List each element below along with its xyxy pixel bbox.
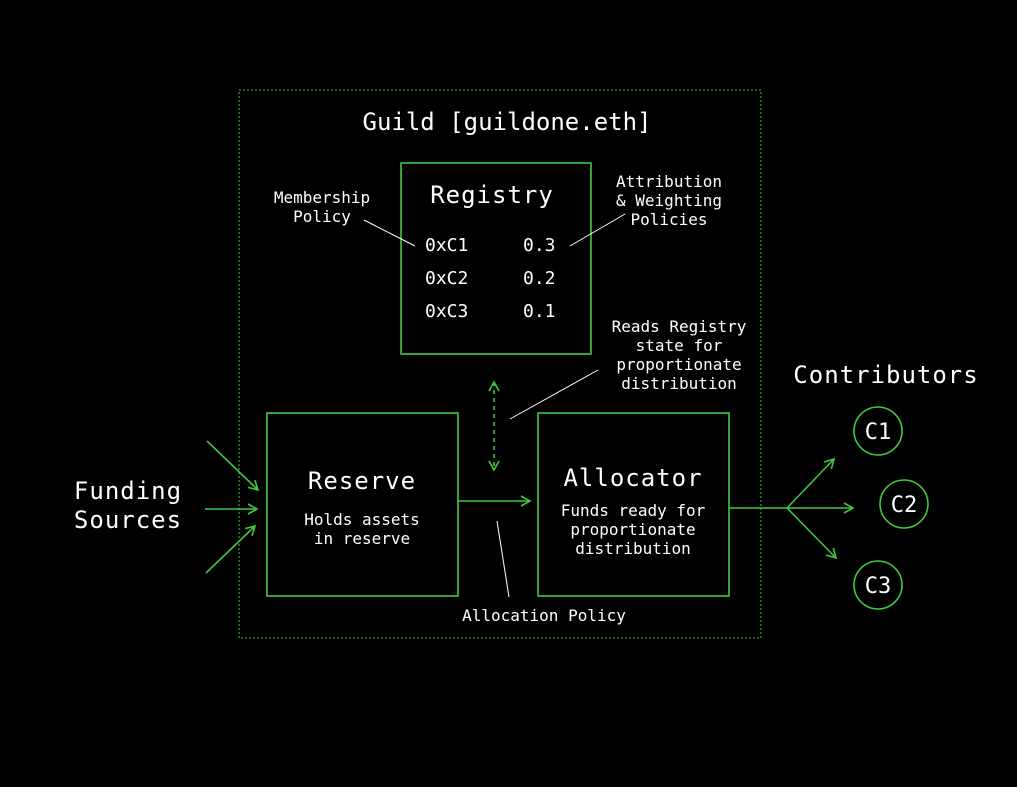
registry-address: 0xC2: [425, 268, 468, 289]
contributors-title: Contributors: [793, 361, 978, 389]
allocator-description-line-2: proportionate: [570, 520, 695, 539]
registry-address: 0xC1: [425, 235, 468, 256]
attribution-line-1: Attribution: [616, 172, 722, 191]
funding-sources-line-1: Funding: [74, 477, 182, 505]
contributor-c2-label: C2: [891, 493, 918, 518]
registry-title: Registry: [430, 181, 554, 209]
funding-sources-line-2: Sources: [74, 506, 182, 534]
registry-weight: 0.3: [523, 235, 556, 256]
distribution-arrows: [729, 457, 855, 560]
membership-policy-annotation: Membership Policy: [274, 188, 416, 247]
allocation-policy-leader: [496, 520, 510, 598]
membership-policy-leader: [363, 219, 416, 247]
registry-weight: 0.2: [523, 268, 556, 289]
reads-registry-line-2: state for: [636, 336, 723, 355]
reserve-description-line-1: Holds assets: [304, 510, 420, 529]
distribution-arrow-c3: [786, 507, 838, 560]
guild-title: Guild [guildone.eth]: [363, 108, 652, 136]
reads-registry-line-4: distribution: [621, 374, 737, 393]
allocator-box: Allocator Funds ready for proportionate …: [537, 412, 730, 597]
reads-registry-line-1: Reads Registry: [612, 317, 747, 336]
contributor-c1-label: C1: [865, 420, 892, 445]
contributor-c2-circle: [879, 479, 929, 529]
allocator-description-line-1: Funds ready for: [561, 501, 706, 520]
reserve-title: Reserve: [308, 467, 416, 495]
registry-box: Registry 0xC1 0.3 0xC2 0.2 0xC3 0.1: [400, 162, 592, 355]
membership-policy-line-2: Policy: [293, 207, 351, 226]
reads-registry-leader: [509, 369, 599, 420]
registry-address: 0xC3: [425, 301, 468, 322]
funding-arrow-bottom: [205, 524, 257, 574]
funding-sources: Funding Sources: [74, 440, 260, 574]
contributor-c3-circle: [853, 560, 903, 610]
contributor-c3-label: C3: [865, 574, 892, 599]
guild-container: [238, 89, 762, 639]
attribution-line-2: & Weighting: [616, 191, 722, 210]
distribution-arrow-c1: [786, 457, 836, 509]
allocation-policy-annotation: Allocation Policy: [462, 520, 626, 625]
contributor-c1-circle: [853, 406, 903, 456]
attribution-leader: [569, 213, 626, 247]
membership-policy-line-1: Membership: [274, 188, 370, 207]
reserve-description-line-2: in reserve: [314, 529, 410, 548]
reads-registry-line-3: proportionate: [616, 355, 741, 374]
attribution-line-3: Policies: [630, 210, 707, 229]
reads-registry-annotation: Reads Registry state for proportionate d…: [509, 317, 747, 420]
allocation-policy-label: Allocation Policy: [462, 606, 626, 625]
contributors: Contributors C1 C2 C3: [793, 361, 978, 610]
allocator-title: Allocator: [563, 464, 702, 492]
attribution-policies-annotation: Attribution & Weighting Policies: [569, 172, 722, 247]
registry-weight: 0.1: [523, 301, 556, 322]
reserve-box: Reserve Holds assets in reserve: [266, 412, 459, 597]
allocator-description-line-3: distribution: [575, 539, 691, 558]
funding-arrow-top: [206, 440, 260, 492]
